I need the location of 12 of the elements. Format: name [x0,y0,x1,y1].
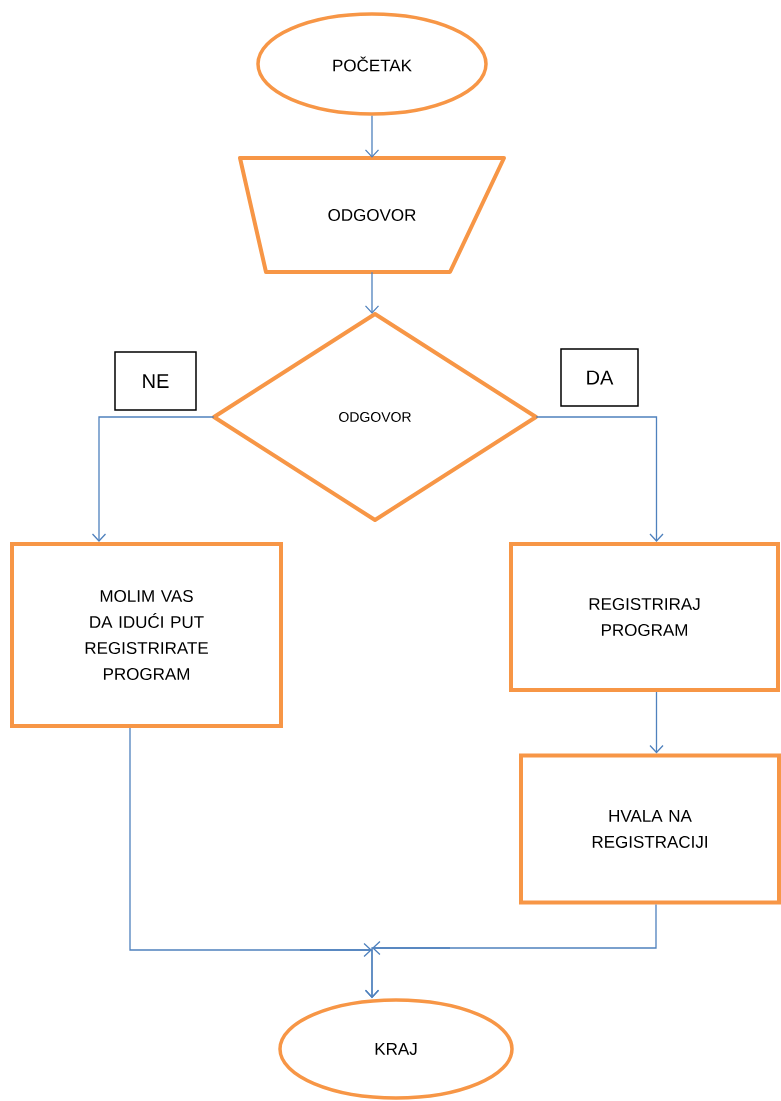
arrow [364,903,657,999]
arrow [364,115,380,158]
process-box: REGISTRIRAJ PROGRAM [509,542,780,692]
input-trapezoid: ODGOVOR [238,156,506,274]
edge-label: NE [114,351,197,411]
arrow [364,271,380,314]
process-box: HVALA NA REGISTRACIJI [519,753,781,905]
process-box: MOLIM VAS DA IDUĆI PUT REGISTRIRATE PROGRAM [10,542,283,728]
arrow [535,416,664,542]
arrow [91,416,215,542]
edge-label: DA [560,348,639,407]
arrow [649,691,664,754]
